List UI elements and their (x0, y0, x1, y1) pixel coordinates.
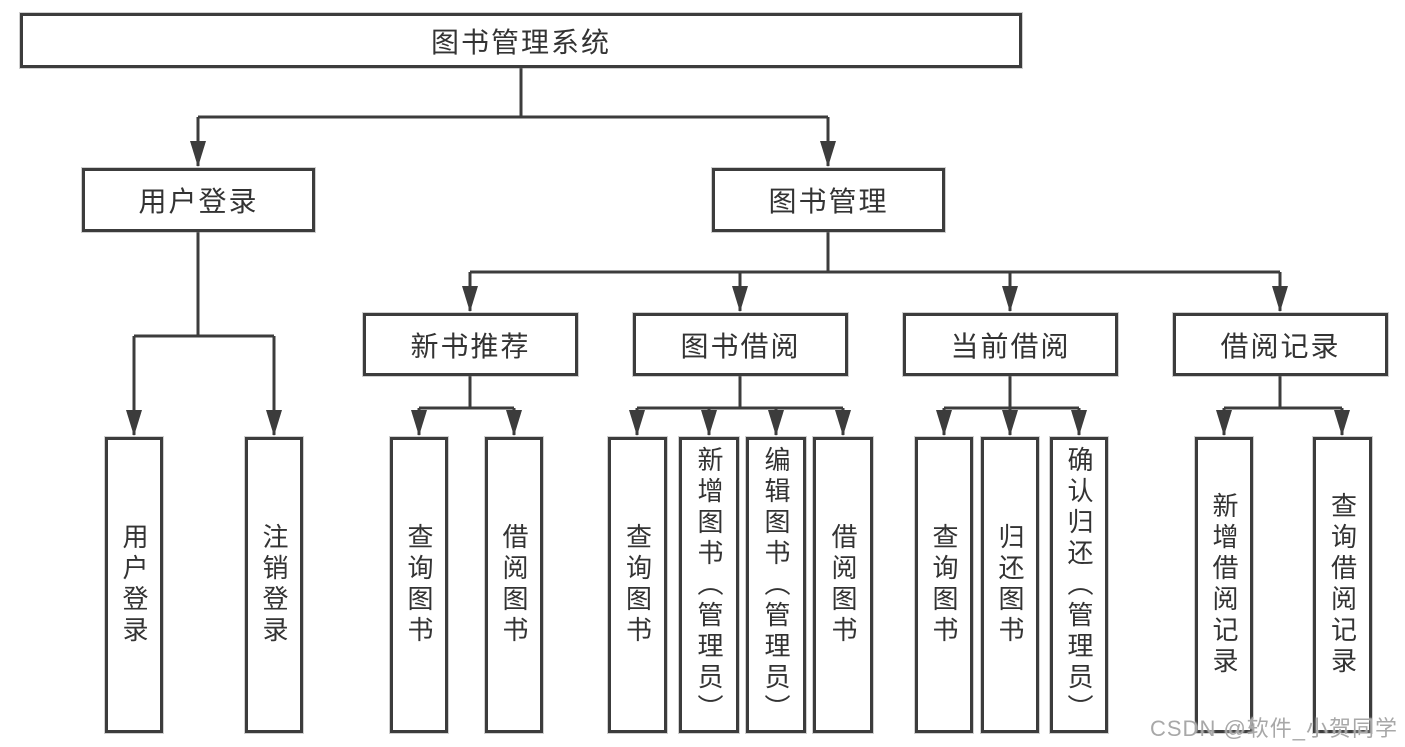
node-book-management-label: 图书管理 (768, 186, 889, 217)
node-new-book-recommend-label: 新书推荐 (410, 330, 531, 362)
node-new-book-recommend: 新书推荐 (363, 313, 578, 376)
node-book-management: 图书管理 (712, 168, 945, 232)
csdn-watermark: CSDN @软件_小贺同学 (1150, 716, 1399, 741)
leaf-user-login: 用户登录 (105, 437, 163, 733)
leaf-user-login-label: 用户登录 (119, 523, 149, 647)
node-user-login-label: 用户登录 (138, 186, 259, 217)
node-root-label: 图书管理系统 (430, 26, 611, 58)
node-current-borrow: 当前借阅 (903, 313, 1118, 376)
leaf-nbr-query-book: 查询图书 (390, 437, 448, 733)
node-current-borrow-label: 当前借阅 (950, 330, 1071, 362)
leaf-br-add-record: 新增借阅记录 (1195, 437, 1253, 733)
leaf-br-query-record: 查询借阅记录 (1313, 437, 1372, 733)
leaf-bb-edit-book-admin: 编辑图书（管理员） (746, 437, 806, 733)
leaf-cb-confirm-return-admin: 确认归还（管理员） (1050, 437, 1108, 733)
node-borrow-record-label: 借阅记录 (1220, 330, 1341, 362)
leaf-cb-return-book-label: 归还图书 (995, 523, 1025, 647)
node-book-borrow-label: 图书借阅 (680, 330, 801, 362)
leaf-cb-query-book-label: 查询图书 (929, 523, 959, 647)
leaf-cb-confirm-return-admin-label: 确认归还（管理员） (1064, 445, 1094, 725)
leaf-br-add-record-label: 新增借阅记录 (1209, 492, 1239, 678)
leaf-bb-borrow-book: 借阅图书 (813, 437, 873, 733)
leaf-bb-query-book: 查询图书 (608, 437, 667, 733)
leaf-bb-query-book-label: 查询图书 (622, 523, 653, 647)
leaf-logout: 注销登录 (245, 437, 303, 733)
leaf-bb-add-book-admin: 新增图书（管理员） (679, 437, 739, 733)
leaf-cb-return-book: 归还图书 (981, 437, 1039, 733)
leaf-logout-label: 注销登录 (259, 523, 289, 647)
node-root: 图书管理系统 (20, 13, 1022, 68)
leaf-nbr-query-book-label: 查询图书 (404, 523, 434, 647)
node-user-login: 用户登录 (82, 168, 315, 232)
node-book-borrow: 图书借阅 (633, 313, 848, 376)
leaf-nbr-borrow-book-label: 借阅图书 (499, 523, 529, 647)
leaf-bb-add-book-admin-label: 新增图书（管理员） (694, 445, 724, 725)
leaf-nbr-borrow-book: 借阅图书 (485, 437, 543, 733)
node-borrow-record: 借阅记录 (1173, 313, 1388, 376)
leaf-br-query-record-label: 查询借阅记录 (1327, 492, 1358, 678)
leaf-bb-borrow-book-label: 借阅图书 (828, 523, 858, 647)
leaf-bb-edit-book-admin-label: 编辑图书（管理员） (761, 445, 791, 725)
leaf-cb-query-book: 查询图书 (915, 437, 973, 733)
